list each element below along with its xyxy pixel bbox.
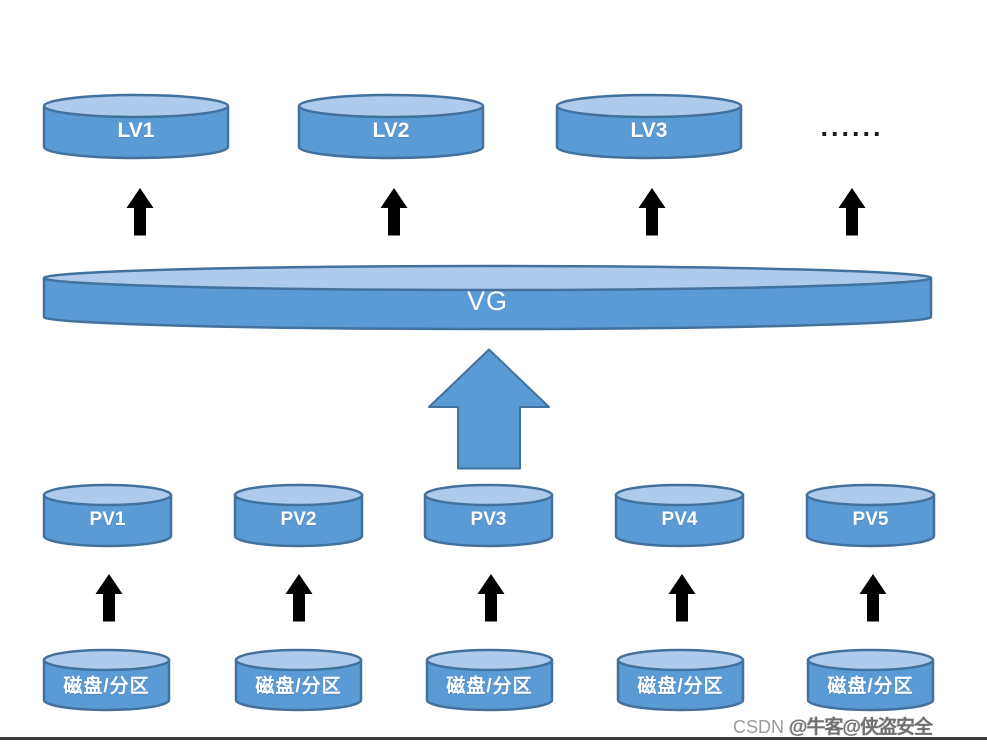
vg-cylinder: VG <box>42 264 933 331</box>
disk-partition-label: 磁盘/分区 <box>827 675 914 697</box>
up-arrow-icon <box>285 574 313 622</box>
up-arrow-icon <box>859 574 887 622</box>
pv1-cylinder: PV1 <box>42 483 173 548</box>
watermark-overlay-text: @牛客@侠盗安全 <box>789 717 933 738</box>
disk-partition-label: 磁盘/分区 <box>63 675 150 697</box>
watermark: CSDN @牛客@侠盗安全 <box>733 712 983 739</box>
pv2-cylinder: PV2 <box>233 483 364 548</box>
bottom-divider <box>0 737 987 740</box>
up-arrow-icon <box>380 188 408 236</box>
pv4-label: PV4 <box>661 508 698 530</box>
big-up-arrow-icon <box>428 348 550 470</box>
up-arrow-icon <box>668 574 696 622</box>
disk-partition-cylinder: 磁盘/分区 <box>234 648 363 712</box>
up-arrow-icon <box>838 188 866 236</box>
pv4-cylinder: PV4 <box>614 483 745 548</box>
up-arrow-icon <box>95 574 123 622</box>
disk-partition-cylinder: 磁盘/分区 <box>616 648 745 712</box>
pv3-cylinder: PV3 <box>423 483 554 548</box>
vg-label: VG <box>466 286 508 316</box>
up-arrow-icon <box>126 188 154 236</box>
lv1-cylinder: LV1 <box>42 93 230 160</box>
pv3-label: PV3 <box>470 508 507 530</box>
disk-partition-label: 磁盘/分区 <box>255 675 342 697</box>
up-arrow-icon <box>477 574 505 622</box>
disk-partition-label: 磁盘/分区 <box>637 675 724 697</box>
lv2-cylinder: LV2 <box>297 93 485 160</box>
disk-partition-cylinder: 磁盘/分区 <box>42 648 171 712</box>
lv3-cylinder: LV3 <box>555 93 743 160</box>
disk-partition-cylinder: 磁盘/分区 <box>425 648 554 712</box>
lv2-label: LV2 <box>372 118 410 142</box>
disk-partition-cylinder: 磁盘/分区 <box>806 648 935 712</box>
pv2-label: PV2 <box>280 508 317 530</box>
pv5-label: PV5 <box>852 508 889 530</box>
pv5-cylinder: PV5 <box>805 483 936 548</box>
lv3-label: LV3 <box>630 118 668 142</box>
pv1-label: PV1 <box>89 508 126 530</box>
disk-partition-label: 磁盘/分区 <box>446 675 533 697</box>
more-lvs-ellipsis: ...... <box>820 112 884 142</box>
watermark-prefix: CSDN <box>733 717 790 737</box>
up-arrow-icon <box>638 188 666 236</box>
lv1-label: LV1 <box>117 118 155 142</box>
